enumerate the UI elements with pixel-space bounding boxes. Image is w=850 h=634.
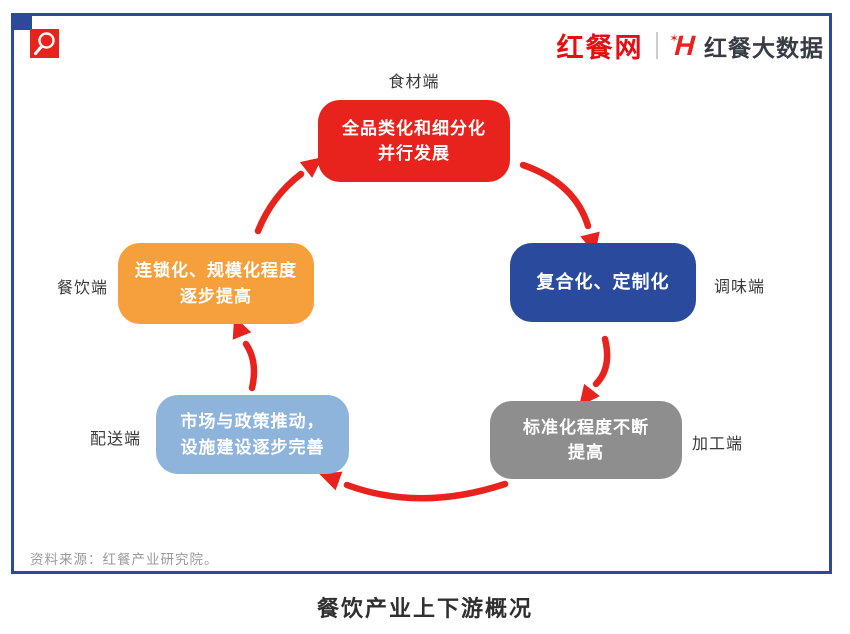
node-restaurant: 连锁化、规模化程度 逐步提高 bbox=[118, 243, 314, 324]
stage-label-delivery: 配送端 bbox=[90, 431, 142, 448]
brand-hongcanwang: 红餐网 bbox=[556, 33, 644, 63]
node-delivery-line2: 设施建设逐步完善 bbox=[180, 437, 325, 457]
brand-divider bbox=[655, 32, 658, 59]
node-ingredient-line1: 全品类化和细分化 bbox=[342, 118, 486, 138]
magnifier-logo bbox=[30, 29, 59, 58]
header-brand: 红餐网 ✶H 红餐大数据 bbox=[557, 26, 824, 65]
brand-spark-icon: ✶ bbox=[669, 32, 679, 45]
brand-hongcan-bigdata: 红餐大数据 bbox=[704, 34, 824, 61]
node-processing-line2: 提高 bbox=[568, 443, 604, 462]
node-processing: 标准化程度不断 提高 bbox=[490, 401, 682, 479]
stage-label-seasoning: 调味端 bbox=[714, 279, 766, 296]
brand-h-logo: ✶H bbox=[669, 30, 699, 61]
stage-label-restaurant: 餐饮端 bbox=[57, 280, 109, 297]
node-restaurant-line1: 连锁化、规模化程度 bbox=[135, 261, 297, 280]
node-ingredient-line2: 并行发展 bbox=[378, 144, 450, 163]
node-ingredient: 全品类化和细分化 并行发展 bbox=[318, 100, 510, 182]
stage-label-processing: 加工端 bbox=[692, 436, 744, 453]
node-delivery-line1: 市场与政策推动， bbox=[180, 412, 325, 431]
source-note: 资料来源：红餐产业研究院。 bbox=[30, 552, 219, 567]
node-processing-line1: 标准化程度不断 bbox=[523, 417, 649, 437]
node-seasoning: 复合化、定制化 bbox=[510, 243, 696, 322]
page-title: 餐饮产业上下游概况 bbox=[316, 596, 533, 621]
node-delivery: 市场与政策推动， 设施建设逐步完善 bbox=[156, 395, 349, 474]
node-seasoning-line1: 复合化、定制化 bbox=[536, 272, 670, 292]
magnifier-icon bbox=[34, 32, 55, 55]
stage-label-ingredient: 食材端 bbox=[388, 74, 440, 91]
corner-accent-rect bbox=[11, 13, 32, 30]
node-restaurant-line2: 逐步提高 bbox=[180, 286, 252, 306]
